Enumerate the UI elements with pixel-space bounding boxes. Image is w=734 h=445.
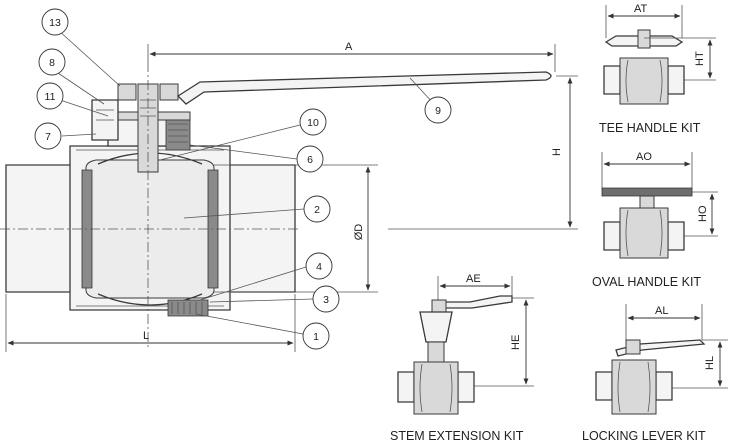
dim-label-ho: HO [697, 205, 709, 222]
stem-extension-kit: AE HE STEM EXTENSION KIT [390, 273, 534, 443]
part-callouts: 13 8 11 7 10 6 9 2 4 3 1 [34, 8, 452, 350]
dimension-h: H [388, 75, 578, 230]
callout-2: 2 [314, 204, 320, 216]
oval-handle-kit: AO HO OVAL HANDLE KIT [592, 151, 718, 289]
callout-8: 8 [49, 57, 55, 69]
callout-7: 7 [45, 131, 51, 143]
kit-caption-stem: STEM EXTENSION KIT [390, 429, 524, 443]
dimension-a: A [147, 41, 556, 72]
kit-caption-tee: TEE HANDLE KIT [599, 121, 701, 135]
dim-label-he: HE [510, 335, 522, 350]
dim-label-ht: HT [694, 51, 706, 66]
dim-label-d: ØD [353, 224, 365, 241]
callout-3: 3 [323, 294, 329, 306]
dim-label-h: H [551, 148, 563, 156]
main-valve-section [0, 62, 552, 350]
callout-11: 11 [45, 91, 56, 103]
dim-label-a: A [345, 41, 353, 53]
oval-plate [601, 187, 693, 197]
dimension-l: L [5, 294, 296, 352]
dim-label-at: AT [634, 3, 648, 15]
callout-9: 9 [435, 105, 441, 117]
callout-13: 13 [49, 17, 61, 29]
kit-caption-locking: LOCKING LEVER KIT [582, 429, 706, 443]
dim-label-ao: AO [636, 151, 652, 163]
dimension-d: ØD [214, 164, 378, 293]
tee-handle-kit: AT HT TEE HANDLE KIT [599, 3, 716, 135]
locking-lever-kit: AL HL LOCKING LEVER KIT [582, 304, 728, 443]
callout-1: 1 [313, 331, 319, 343]
dim-label-ae: AE [466, 273, 481, 285]
callout-10: 10 [307, 117, 319, 129]
dim-label-hl: HL [704, 356, 716, 370]
callout-4: 4 [316, 261, 322, 273]
lever-handle [176, 71, 552, 105]
kit-caption-oval: OVAL HANDLE KIT [592, 275, 701, 289]
dim-label-al: AL [655, 305, 668, 317]
dim-label-l: L [143, 330, 149, 342]
callout-6: 6 [307, 154, 313, 166]
